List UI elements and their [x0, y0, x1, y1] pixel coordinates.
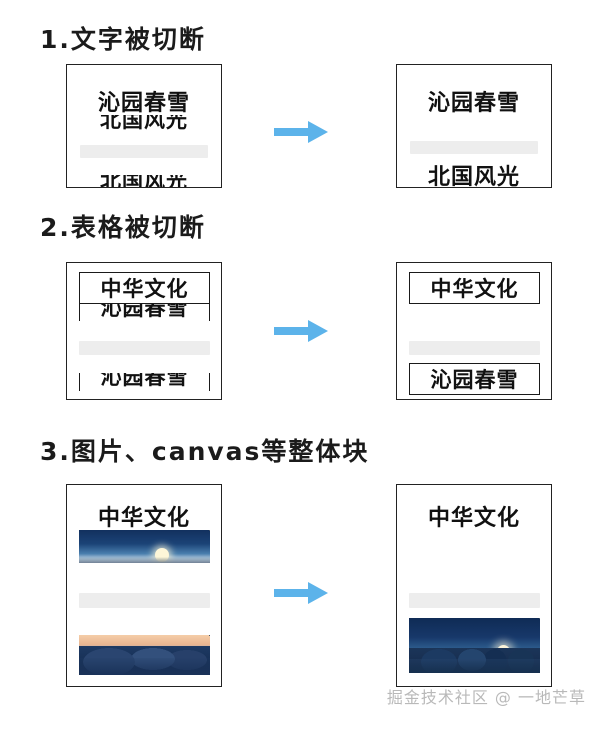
- section1-before-cut-top: 北国风光: [67, 115, 221, 132]
- section3-before-heading: 中华文化: [97, 506, 190, 531]
- section2-after-cell-2-label: 沁园春雪: [430, 368, 519, 392]
- section2-after-cell-1: 中华文化: [409, 272, 540, 304]
- section3-after-content: 中华文化: [397, 485, 551, 686]
- section1-after-placeholder-bar: [410, 141, 538, 154]
- arrow-right-icon-1: [274, 121, 328, 143]
- sunset-water: [79, 658, 210, 675]
- section1-after-content: 沁园春雪 北国风光: [397, 65, 551, 187]
- section3-before-placeholder-bar: [79, 593, 210, 608]
- section1-after-line2: 北国风光: [427, 165, 520, 187]
- section2-before-cell-1: 中华文化: [79, 272, 210, 304]
- section2-before-cut-cell-bottom: 沁园春雪: [79, 373, 210, 391]
- section3-after-placeholder-bar: [409, 593, 540, 608]
- section-title-2: 2.表格被切断: [40, 213, 206, 242]
- section-title-1: 1.文字被切断: [40, 25, 206, 54]
- section2-after-cell-1-label: 中华文化: [430, 277, 519, 301]
- section2-after-cell-2: 沁园春雪: [409, 363, 540, 395]
- arrow-right-icon-2: [274, 320, 328, 342]
- section2-after-placeholder-bar: [409, 341, 540, 355]
- section2-before-box: 中华文化 沁园春雪 沁园春雪: [66, 262, 222, 400]
- section-title-3: 3.图片、canvas等整体块: [40, 437, 370, 466]
- section3-before-box: 中华文化: [66, 484, 222, 687]
- section1-before-placeholder-bar: [80, 145, 208, 158]
- section2-before-cell-1-label: 中华文化: [100, 277, 189, 301]
- section3-after-box: 中华文化: [396, 484, 552, 687]
- section3-after-heading: 中华文化: [427, 506, 520, 531]
- section1-after-box: 沁园春雪 北国风光: [396, 64, 552, 188]
- section2-after-content: 中华文化 沁园春雪: [397, 263, 551, 399]
- section3-before-image-top: [79, 530, 210, 563]
- section2-before-cell-3: 沁园春雪: [79, 373, 210, 391]
- section2-before-cell-2-label: 沁园春雪: [100, 304, 189, 320]
- mountain-ridge-far: [79, 557, 210, 563]
- water-reflection: [409, 659, 540, 673]
- section3-after-image: [409, 618, 540, 673]
- section2-before-cell-2: 沁园春雪: [79, 304, 210, 321]
- section1-before-content: 沁园春雪 北国风光 北国风光: [67, 65, 221, 187]
- arrow-right-icon-3: [274, 582, 328, 604]
- section3-before-content: 中华文化: [67, 485, 221, 686]
- section2-before-placeholder-bar: [79, 341, 210, 355]
- section1-before-line1: 沁园春雪: [97, 91, 190, 116]
- watermark: 掘金技术社区 @ 一地芒草: [386, 688, 586, 707]
- section1-after-line1: 沁园春雪: [427, 91, 520, 116]
- section2-after-box: 中华文化 沁园春雪: [396, 262, 552, 400]
- section1-before-cut-line: 北国风光: [100, 115, 188, 132]
- section2-before-cut-cell: 沁园春雪: [79, 304, 210, 321]
- section1-before-cut-line-2: 北国风光: [100, 175, 188, 187]
- section1-before-box: 沁园春雪 北国风光 北国风光: [66, 64, 222, 188]
- section2-before-cell-3-label: 沁园春雪: [100, 373, 189, 389]
- section3-before-image-bottom: [79, 635, 210, 675]
- section2-before-content: 中华文化 沁园春雪 沁园春雪: [67, 263, 221, 399]
- section1-before-cut-bottom: 北国风光: [67, 175, 221, 187]
